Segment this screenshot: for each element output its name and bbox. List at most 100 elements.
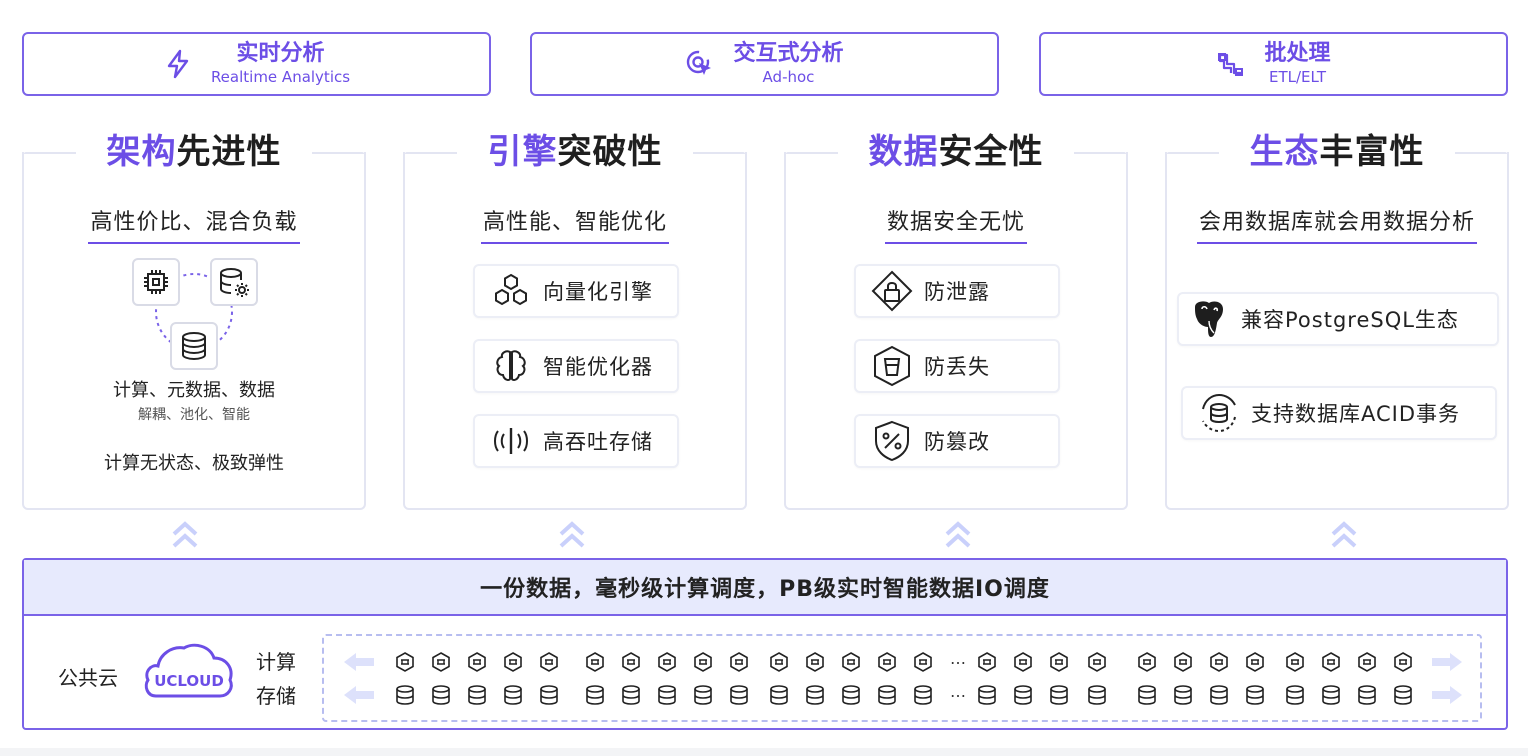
feature-anti-tamper: 防篡改 — [854, 414, 1060, 468]
storage-node-icon — [728, 684, 750, 706]
storage-node-icon — [768, 684, 790, 706]
workload-subtitle: Realtime Analytics — [210, 68, 351, 86]
feature-postgresql: 兼容PostgreSQL生态 — [1177, 292, 1499, 346]
storage-node-icon — [1136, 684, 1158, 706]
compute-node-icon — [1208, 651, 1230, 673]
chevron-up-icon — [172, 521, 198, 548]
diamond-lock-icon — [870, 269, 914, 313]
storage-node-icon — [1356, 684, 1378, 706]
storage-node-icon — [620, 684, 642, 706]
brain-icon — [489, 344, 533, 388]
pillar-title: 引擎突破性 — [487, 132, 663, 172]
storage-node-icon — [1086, 684, 1108, 706]
feature-acid: 支持数据库ACID事务 — [1181, 386, 1497, 440]
pillar-subtitle: 数据安全无忧 — [884, 204, 1027, 244]
storage-node-icon — [1048, 684, 1070, 706]
compute-node-icon — [976, 651, 998, 673]
storage-node-icon — [840, 684, 862, 706]
workload-subtitle: ETL/ELT — [1269, 68, 1326, 86]
pillar-security: 数据安全性 数据安全无忧 防泄露 防丢失 防篡改 — [784, 132, 1128, 510]
pillar-title: 生态丰富性 — [1249, 132, 1425, 172]
compute-node-icon — [1320, 651, 1342, 673]
feature-anti-leak: 防泄露 — [854, 264, 1060, 318]
compute-node-icon — [502, 651, 524, 673]
postgresql-elephant-icon — [1187, 297, 1231, 341]
storage-node-icon — [1172, 684, 1194, 706]
arch-line1: 计算、元数据、数据 — [113, 380, 275, 401]
database-icon — [170, 322, 218, 370]
compute-node-icon — [728, 651, 750, 673]
pillar-subtitle: 高性能、智能优化 — [480, 204, 669, 244]
storage-node-icon — [394, 684, 416, 706]
pipeline-icon — [1216, 49, 1246, 79]
feature-vectorized-engine: 向量化引擎 — [473, 264, 679, 318]
pillar-ecosystem: 生态丰富性 会用数据库就会用数据分析 兼容PostgreSQL生态 支持数据库A… — [1165, 132, 1509, 510]
scheduling-banner: 一份数据，毫秒级计算调度，PB级实时智能数据IO调度 — [24, 560, 1506, 616]
compute-node-icon — [1172, 651, 1194, 673]
storage-node-icon — [1208, 684, 1230, 706]
compute-node-icon — [912, 651, 934, 673]
database-settings-icon — [210, 258, 258, 306]
workload-title: 实时分析 — [236, 41, 325, 66]
compute-node-icon — [394, 651, 416, 673]
feature-smart-optimizer: 智能优化器 — [473, 339, 679, 393]
compute-node-icon — [1284, 651, 1306, 673]
pillar-architecture: 架构先进性 高性价比、混合负载 计算、元数据、数据 解耦、池化、智能 计算无状态… — [22, 132, 366, 510]
arrow-right-icon — [1430, 651, 1464, 673]
hexagons-icon — [489, 269, 533, 313]
pillar-title: 架构先进性 — [106, 132, 282, 172]
compute-node-icon — [620, 651, 642, 673]
compute-node-icon — [1086, 651, 1108, 673]
compute-node-icon — [656, 651, 678, 673]
storage-row-label: 存储 — [256, 684, 296, 708]
compute-node-icon — [1244, 651, 1266, 673]
cursor-click-icon — [685, 49, 715, 79]
compute-node-icon — [804, 651, 826, 673]
ellipsis: … — [950, 649, 966, 668]
pillar-subtitle: 会用数据库就会用数据分析 — [1196, 204, 1477, 244]
workload-title: 交互式分析 — [733, 41, 844, 66]
arch-line2: 解耦、池化、智能 — [138, 407, 250, 423]
chevron-up-icon — [559, 521, 585, 548]
signal-icon — [489, 419, 533, 463]
compute-node-icon — [1048, 651, 1070, 673]
resource-pool: …… — [322, 634, 1482, 722]
storage-node-icon — [584, 684, 606, 706]
storage-node-icon — [502, 684, 524, 706]
storage-node-icon — [692, 684, 714, 706]
feature-high-throughput-storage: 高吞吐存储 — [473, 414, 679, 468]
pillar-engine: 引擎突破性 高性能、智能优化 向量化引擎 智能优化器 高吞吐存储 — [403, 132, 747, 510]
storage-node-icon — [912, 684, 934, 706]
workload-title: 批处理 — [1264, 41, 1331, 66]
hexagon-bucket-icon — [870, 344, 914, 388]
compute-row-label: 计算 — [256, 650, 296, 674]
compute-node-icon — [692, 651, 714, 673]
workload-realtime: 实时分析 Realtime Analytics — [22, 32, 491, 96]
ucloud-logo: UCLOUD — [142, 638, 236, 702]
arch-line3: 计算无状态、极致弹性 — [104, 453, 284, 474]
pillar-subtitle: 高性价比、混合负载 — [88, 204, 300, 244]
arrow-right-icon — [1430, 684, 1464, 706]
arrow-left-icon — [342, 684, 376, 706]
storage-node-icon — [656, 684, 678, 706]
storage-node-icon — [538, 684, 560, 706]
shield-percent-icon — [870, 419, 914, 463]
compute-node-icon — [584, 651, 606, 673]
compute-node-icon — [1136, 651, 1158, 673]
workload-subtitle: Ad-hoc — [762, 68, 815, 86]
storage-node-icon — [976, 684, 998, 706]
public-cloud-label: 公共云 — [58, 666, 118, 690]
storage-node-icon — [430, 684, 452, 706]
compute-node-icon — [466, 651, 488, 673]
arrow-left-icon — [342, 651, 376, 673]
feature-anti-loss: 防丢失 — [854, 339, 1060, 393]
storage-node-icon — [1284, 684, 1306, 706]
compute-node-icon — [430, 651, 452, 673]
compute-node-icon — [1356, 651, 1378, 673]
workload-batch: 批处理 ETL/ELT — [1039, 32, 1508, 96]
storage-node-icon — [1392, 684, 1414, 706]
svg-text:UCLOUD: UCLOUD — [154, 672, 224, 690]
compute-node-icon — [840, 651, 862, 673]
compute-node-icon — [1012, 651, 1034, 673]
workload-adhoc: 交互式分析 Ad-hoc — [530, 32, 999, 96]
